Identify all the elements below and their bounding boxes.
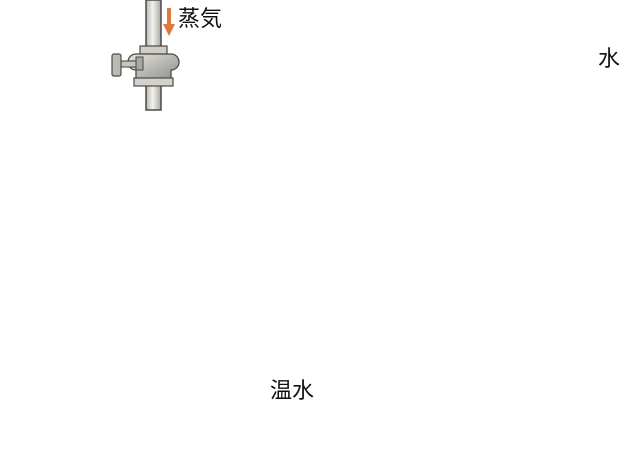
steam-flow-arrow [163, 8, 175, 36]
warm-water-label: 温水 [270, 379, 315, 404]
water-inlet-label: 水 [598, 47, 621, 72]
steam-label: 蒸気 [178, 7, 223, 32]
gate-valve-icon [111, 45, 180, 87]
